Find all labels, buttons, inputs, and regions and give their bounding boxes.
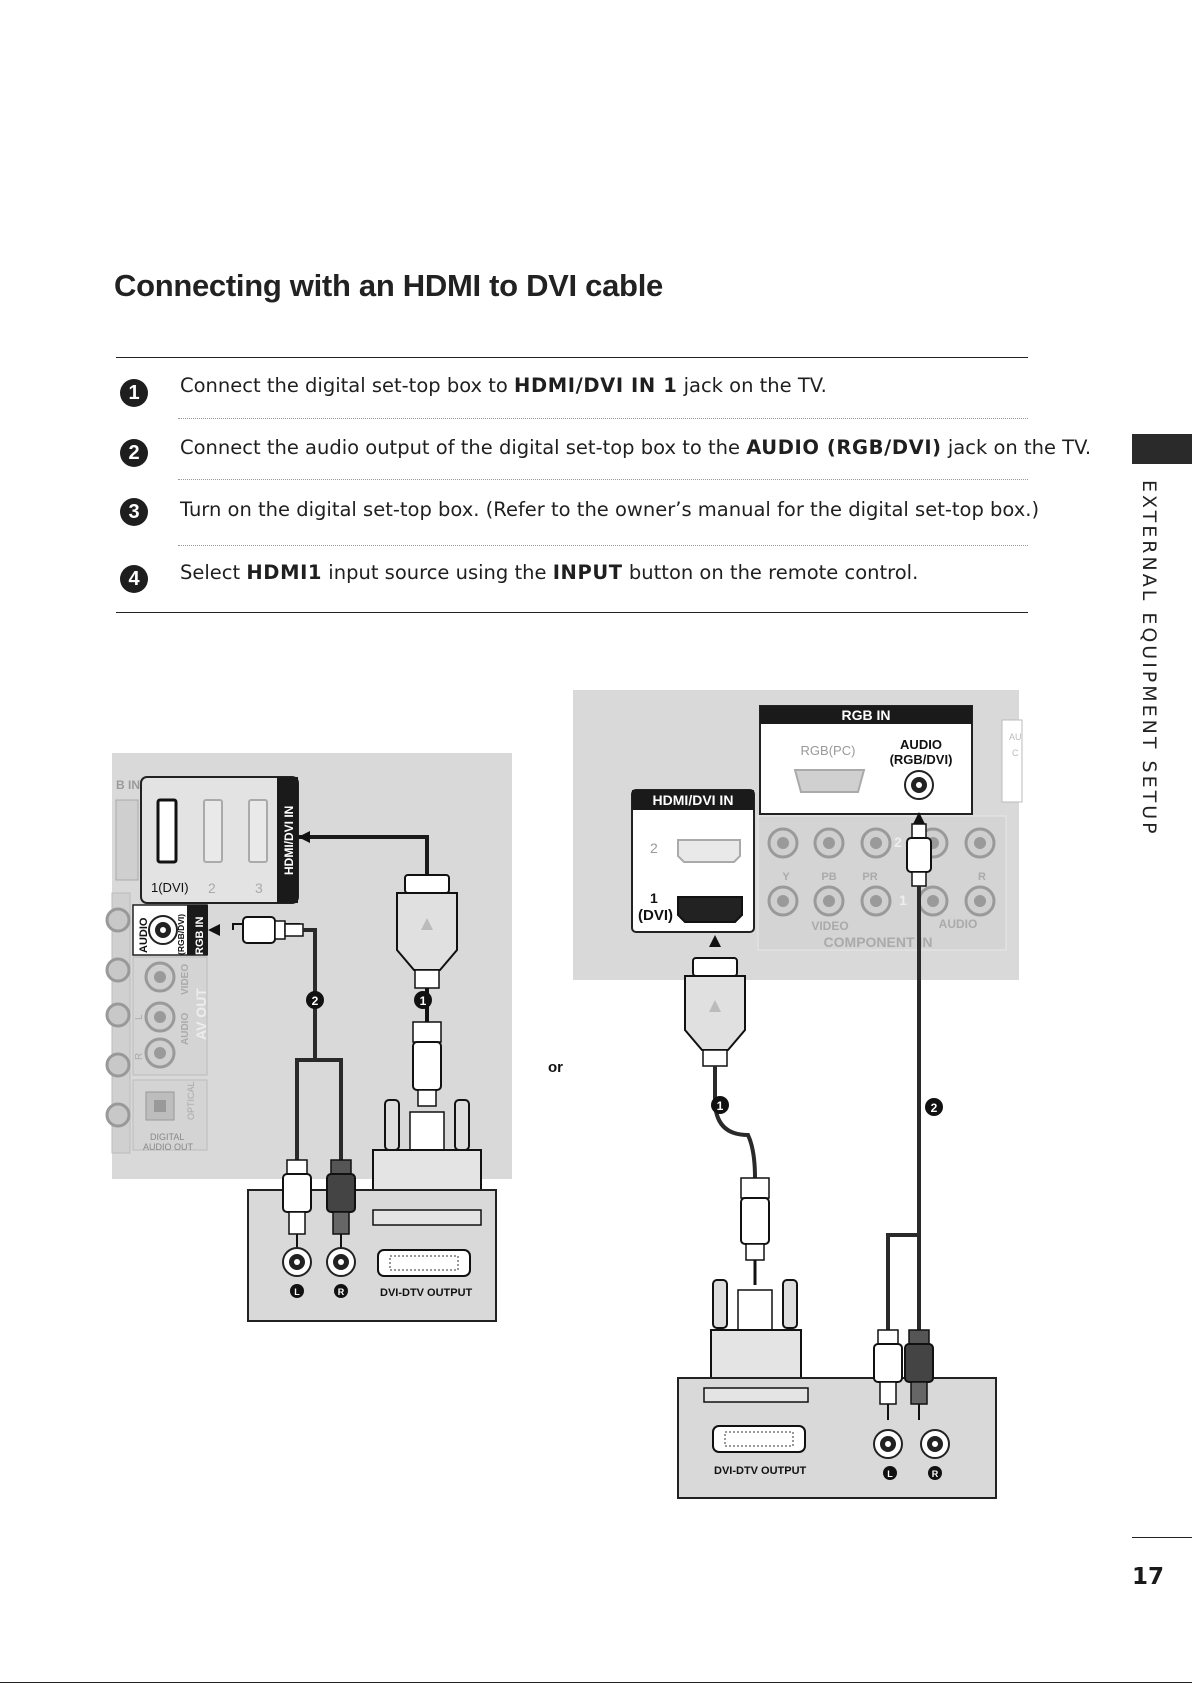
footer-rule (1132, 1537, 1192, 1538)
step-2-text: Connect the audio output of the digital … (180, 436, 1092, 459)
left-video-label: VIDEO (180, 964, 191, 995)
step-divider (178, 545, 1028, 546)
right-rca-plug-r (904, 1343, 934, 1383)
right-video-label: VIDEO (811, 919, 848, 933)
step-2-bold: AUDIO (RGB/DVI) (746, 436, 942, 459)
left-av-out-label: AV OUT (193, 988, 209, 1040)
page-number: 17 (1132, 1564, 1165, 1590)
left-callout-1: 1 (420, 994, 427, 1008)
right-pr-label: PR (862, 871, 877, 883)
left-audio-label: AUDIO (138, 917, 150, 953)
right-audio-plug (906, 837, 932, 873)
right-num1-label: 1 (899, 892, 907, 908)
step-4-number: 4 (120, 565, 148, 593)
left-dvi-dtv-output-label: DVI-DTV OUTPUT (380, 1287, 473, 1299)
step-3-text: Turn on the digital set-top box. (Refer … (180, 498, 1040, 521)
step-divider (178, 418, 1028, 419)
right-audio-label: AUDIO (900, 737, 942, 752)
right-port2-label: 2 (650, 840, 658, 856)
step-4-text: Select HDMI1 input source using the INPU… (180, 561, 919, 584)
right-jack-r-label: R (932, 1469, 939, 1479)
page-bottom-rule (0, 1682, 1192, 1683)
section-tab-marker (1132, 434, 1192, 464)
right-port1-label: 1 (650, 890, 658, 906)
right-hdmi-port-2 (677, 839, 741, 863)
left-audio2-label: AUDIO (180, 1013, 191, 1045)
left-r-label: R (134, 1053, 145, 1060)
left-audio-plug (242, 916, 276, 944)
right-jack-l-label: L (887, 1469, 893, 1479)
right-hdmi-cable (713, 1066, 757, 1179)
left-rgb-dvi-label: (RGB/DVI) (176, 914, 186, 955)
left-callout-2: 2 (312, 994, 319, 1008)
left-digital-label: DIGITAL (150, 1132, 184, 1142)
step-2-number: 2 (120, 439, 148, 467)
section-side-label: EXTERNAL EQUIPMENT SETUP (1138, 480, 1160, 837)
left-port3-label: 3 (255, 880, 263, 896)
left-hdmi-label-bar (277, 777, 298, 903)
right-audio-rgb-dvi-jack (904, 770, 934, 800)
left-audio-jack-l (282, 1247, 312, 1277)
left-port2-label: 2 (208, 880, 216, 896)
svg-text:AU: AU (1009, 732, 1022, 742)
step-divider (178, 479, 1028, 480)
right-pb-label: PB (821, 871, 836, 883)
svg-text:C: C (1012, 748, 1019, 758)
right-audio2-label: AUDIO (939, 917, 978, 931)
left-optical-label: OPTICAL (186, 1081, 196, 1120)
bottom-rule-steps (116, 612, 1028, 613)
right-diagram: RGB IN RGB(PC) AUDIO (RGB/DVI) AU C HDMI… (573, 690, 1023, 1499)
left-jack-r-label: R (338, 1287, 345, 1297)
left-b-in-label: B IN (116, 778, 140, 792)
left-hdmi-port-1 (156, 798, 178, 864)
left-jack-l-label: L (294, 1287, 300, 1297)
right-hdmi-port-1 (677, 896, 743, 923)
right-audio-jack-l (873, 1429, 903, 1459)
right-rgb-dvi-label: (RGB/DVI) (890, 752, 953, 767)
left-audio-rgb-dvi-jack (148, 915, 178, 945)
right-dvi-dtv-output-label: DVI-DTV OUTPUT (714, 1465, 807, 1477)
left-rca-plug-l (282, 1173, 312, 1213)
right-component-in-label: COMPONENT IN (824, 934, 933, 950)
left-rgb-port-partial (115, 799, 139, 881)
step-1-number: 1 (120, 379, 148, 407)
right-hdmi-dvi-in-label: HDMI/DVI IN (653, 792, 734, 808)
top-rule (116, 357, 1028, 358)
right-callout-1: 1 (717, 1099, 724, 1113)
right-hdmi-plug (684, 975, 746, 1051)
right-num2-label: 2 (894, 834, 902, 850)
right-rgb-in-label: RGB IN (842, 707, 891, 723)
right-rca-plug-l (873, 1343, 903, 1383)
right-callout-2: 2 (931, 1101, 938, 1115)
right-r-label: R (978, 871, 986, 883)
page-title: Connecting with an HDMI to DVI cable (114, 268, 663, 303)
left-hdmi-port-3 (248, 799, 268, 863)
right-rgb-pc-port (793, 769, 866, 793)
step-4-bold-input: INPUT (552, 561, 623, 584)
step-1-text: Connect the digital set-top box to HDMI/… (180, 374, 827, 397)
step-3-number: 3 (120, 498, 148, 526)
left-port1-label: 1(DVI) (151, 880, 189, 895)
left-hdmi-dvi-in-label: HDMI/DVI IN (282, 806, 296, 875)
right-dvi-label: (DVI) (638, 907, 673, 924)
left-l-label: L (134, 1014, 145, 1020)
right-rgb-pc-label: RGB(PC) (801, 743, 856, 758)
left-rgb-in-label: RGB IN (194, 916, 206, 955)
left-rca-plug-r (326, 1173, 356, 1213)
left-audio-out-label: AUDIO OUT (143, 1142, 194, 1152)
right-audio-jack-r (920, 1429, 950, 1459)
left-hdmi-port-2 (203, 799, 223, 863)
left-hdmi-cable (298, 835, 429, 875)
left-audio-jack-r (326, 1247, 356, 1277)
left-diagram: B IN HDMI/DVI IN 1(DVI) 2 3 RGB IN AUDIO… (105, 753, 512, 1322)
left-hdmi-plug (396, 892, 458, 971)
or-label: or (548, 1059, 563, 1076)
step-4-bold-hdmi1: HDMI1 (246, 561, 323, 584)
right-y-label: Y (782, 871, 790, 883)
step-1-bold: HDMI/DVI IN 1 (514, 374, 678, 397)
